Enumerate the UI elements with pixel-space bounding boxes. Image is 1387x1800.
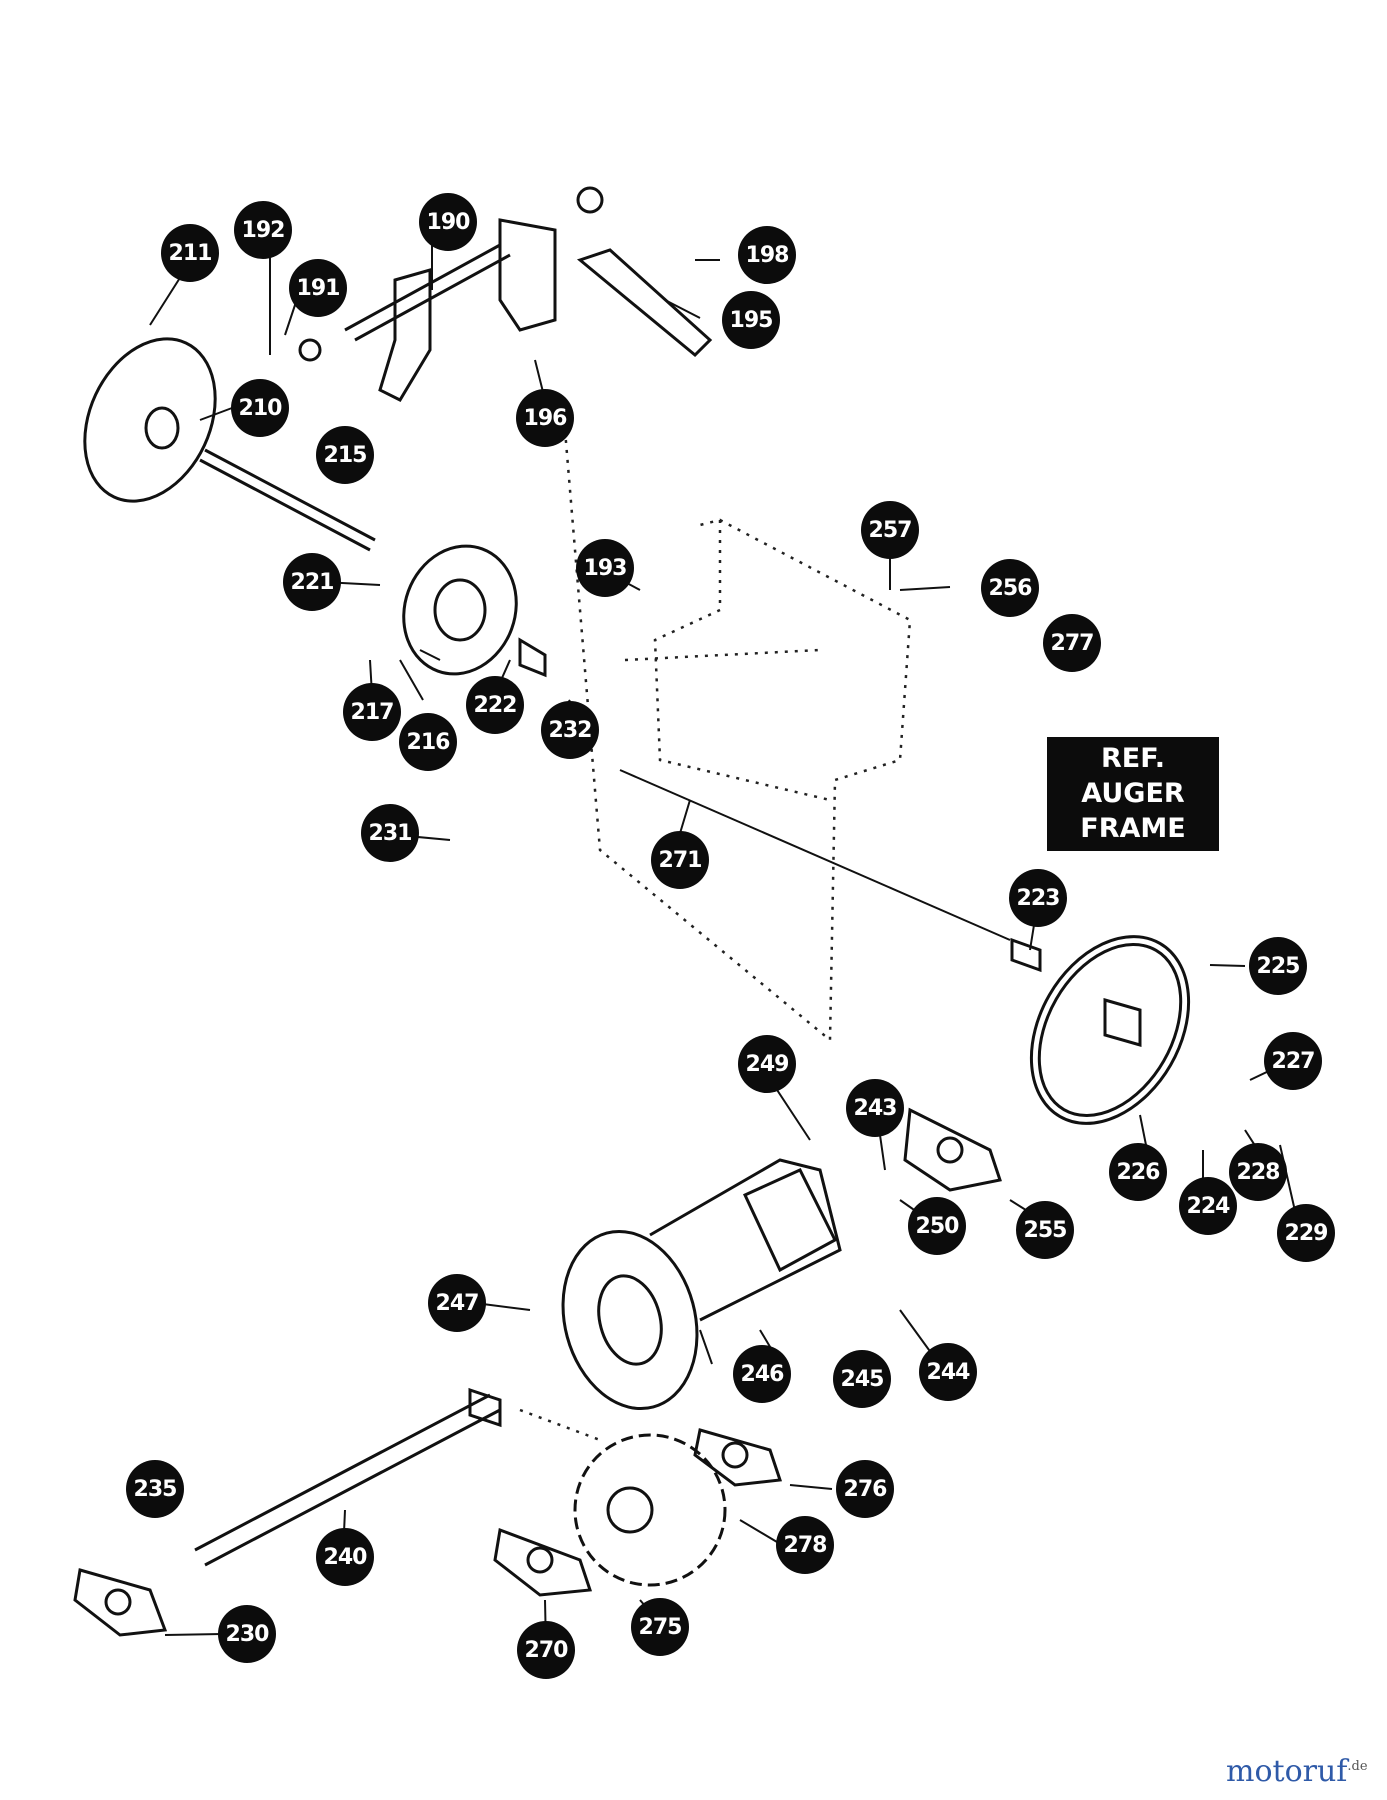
callout-230: 230 — [218, 1605, 276, 1663]
chain-line — [519, 1408, 601, 1442]
callout-235: 235 — [126, 1460, 184, 1518]
callout-196: 196 — [516, 389, 574, 447]
auger-pulley-rim — [1037, 943, 1183, 1117]
callout-257: 257 — [861, 501, 919, 559]
mounting-flange — [743, 1168, 837, 1273]
axle — [619, 769, 1011, 941]
shift-bracket-right — [498, 218, 557, 332]
auger-frame-outline — [563, 429, 912, 1043]
flange-bore-270 — [526, 1546, 554, 1574]
callout-225: 225 — [1249, 937, 1307, 995]
callout-198: 198 — [738, 226, 796, 284]
callout-193: 193 — [576, 539, 634, 597]
sprocket — [573, 1433, 727, 1587]
callout-211: 211 — [161, 224, 219, 282]
bearing-flange-276 — [693, 1428, 783, 1487]
bearing-flange-230 — [73, 1568, 168, 1637]
ref-line-3: FRAME — [1080, 813, 1186, 844]
watermark-brand: motoruf — [1226, 1754, 1348, 1789]
callout-244: 244 — [919, 1343, 977, 1401]
callout-247: 247 — [428, 1274, 486, 1332]
bearing-222 — [518, 637, 547, 678]
pulley-hub — [1103, 998, 1142, 1047]
callout-231: 231 — [361, 804, 419, 862]
watermark: motoruf.de — [1226, 1754, 1368, 1789]
callout-221: 221 — [283, 553, 341, 611]
gear-housing-front — [561, 1229, 699, 1411]
knob-end — [576, 186, 604, 214]
callout-228: 228 — [1229, 1143, 1287, 1201]
flange-bore-230 — [104, 1588, 132, 1616]
callout-246: 246 — [733, 1345, 791, 1403]
axle-collar — [468, 1387, 502, 1428]
auger-frame-inner — [653, 520, 831, 802]
callout-270: 270 — [517, 1621, 575, 1679]
callout-243: 243 — [846, 1079, 904, 1137]
callout-256: 256 — [981, 559, 1039, 617]
bearing-223 — [1010, 937, 1042, 973]
callout-255: 255 — [1016, 1201, 1074, 1259]
drive-plate-hub — [433, 578, 487, 642]
callout-224: 224 — [1179, 1177, 1237, 1235]
callout-229: 229 — [1277, 1204, 1335, 1262]
callout-215: 215 — [316, 426, 374, 484]
callout-210: 210 — [231, 379, 289, 437]
friction-wheel-hub — [144, 406, 180, 450]
callout-271: 271 — [651, 831, 709, 889]
callout-216: 216 — [399, 713, 457, 771]
callout-240: 240 — [316, 1528, 374, 1586]
bushing — [298, 338, 322, 362]
main-axle — [194, 1393, 501, 1567]
drive-plate — [402, 544, 518, 676]
callout-217: 217 — [343, 683, 401, 741]
callout-190: 190 — [419, 193, 477, 251]
friction-wheel — [83, 337, 217, 503]
ref-line-2: AUGER — [1081, 778, 1185, 809]
bearing-flange-255 — [903, 1107, 1002, 1192]
callout-227: 227 — [1264, 1032, 1322, 1090]
gear-housing-bore — [597, 1274, 663, 1366]
bearing-flange-270 — [493, 1527, 593, 1597]
sprocket-hub — [606, 1486, 654, 1534]
callout-275: 275 — [631, 1598, 689, 1656]
callout-277: 277 — [1043, 614, 1101, 672]
callout-195: 195 — [722, 291, 780, 349]
callout-222: 222 — [466, 676, 524, 734]
callout-245: 245 — [833, 1350, 891, 1408]
auger-pulley — [1029, 935, 1191, 1125]
callout-250: 250 — [908, 1197, 966, 1255]
ref-auger-frame-label: REF. AUGER FRAME — [1047, 737, 1219, 851]
callout-249: 249 — [738, 1035, 796, 1093]
shift-lever-arm — [576, 248, 713, 358]
callout-223: 223 — [1009, 869, 1067, 927]
callout-278: 278 — [776, 1516, 834, 1574]
shift-rod — [344, 243, 511, 342]
callout-192: 192 — [234, 201, 292, 259]
callout-226: 226 — [1109, 1143, 1167, 1201]
auger-frame-brace — [624, 648, 821, 662]
callout-276: 276 — [836, 1460, 894, 1518]
hex-shaft — [199, 448, 376, 552]
flange-bore-255 — [936, 1136, 964, 1164]
callout-191: 191 — [289, 259, 347, 317]
ref-line-1: REF. — [1101, 743, 1165, 774]
flange-bore-276 — [721, 1441, 749, 1469]
watermark-tld: .de — [1347, 1759, 1368, 1774]
gear-housing-body — [649, 1158, 842, 1322]
callout-232: 232 — [541, 701, 599, 759]
shift-bracket-left — [378, 268, 432, 402]
